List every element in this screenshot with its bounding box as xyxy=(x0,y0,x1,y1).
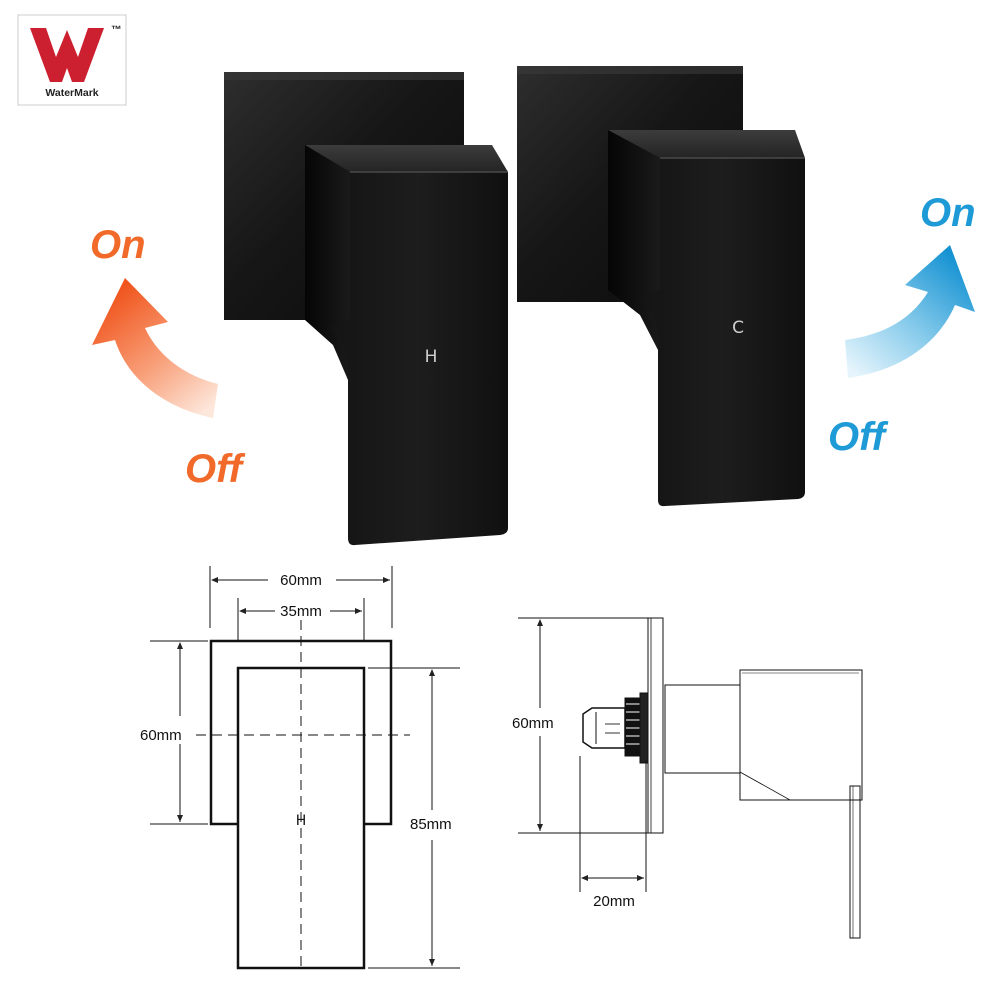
hot-tap-plate-top-edge xyxy=(224,72,464,80)
cold-on-label: On xyxy=(920,191,976,235)
hot-tap-handle-side xyxy=(305,145,350,545)
hot-tap-letter: H xyxy=(425,347,438,367)
plate-width-label: 60mm xyxy=(280,572,322,589)
watermark-w-icon xyxy=(30,28,104,82)
cold-curved-arrow-icon xyxy=(845,245,975,378)
hot-curved-arrow-icon xyxy=(92,278,218,418)
hot-rotation-indicator: On Off xyxy=(90,223,246,491)
cold-tap-handle-side xyxy=(608,130,660,505)
cold-rotation-indicator: On Off xyxy=(828,191,976,459)
handle-width-label: 35mm xyxy=(280,603,322,620)
cold-off-label: Off xyxy=(828,415,889,459)
logo-text: WaterMark xyxy=(45,87,98,99)
logo-trademark: ™ xyxy=(111,24,122,36)
front-technical-drawing xyxy=(150,566,460,972)
hot-on-label: On xyxy=(90,223,146,267)
plate-height-label: 60mm xyxy=(140,727,182,744)
hot-tap-handle-top xyxy=(305,145,508,172)
side-technical-drawing xyxy=(518,617,863,939)
hot-tap: H xyxy=(224,72,508,546)
cold-tap-plate-top-edge xyxy=(517,66,743,74)
cold-tap-letter: C xyxy=(732,318,744,338)
side-depth-label: 20mm xyxy=(593,893,635,910)
watermark-logo: WaterMark ™ xyxy=(17,14,127,106)
front-handle-mark: H xyxy=(296,813,307,829)
cold-tap-handle-face xyxy=(640,158,805,507)
cold-tap-handle-top xyxy=(608,130,805,158)
handle-height-label: 85mm xyxy=(410,816,452,833)
cold-tap: C xyxy=(517,66,805,507)
hot-tap-handle-face xyxy=(330,172,508,546)
hot-off-label: Off xyxy=(185,447,246,491)
side-height-label: 60mm xyxy=(512,715,554,732)
